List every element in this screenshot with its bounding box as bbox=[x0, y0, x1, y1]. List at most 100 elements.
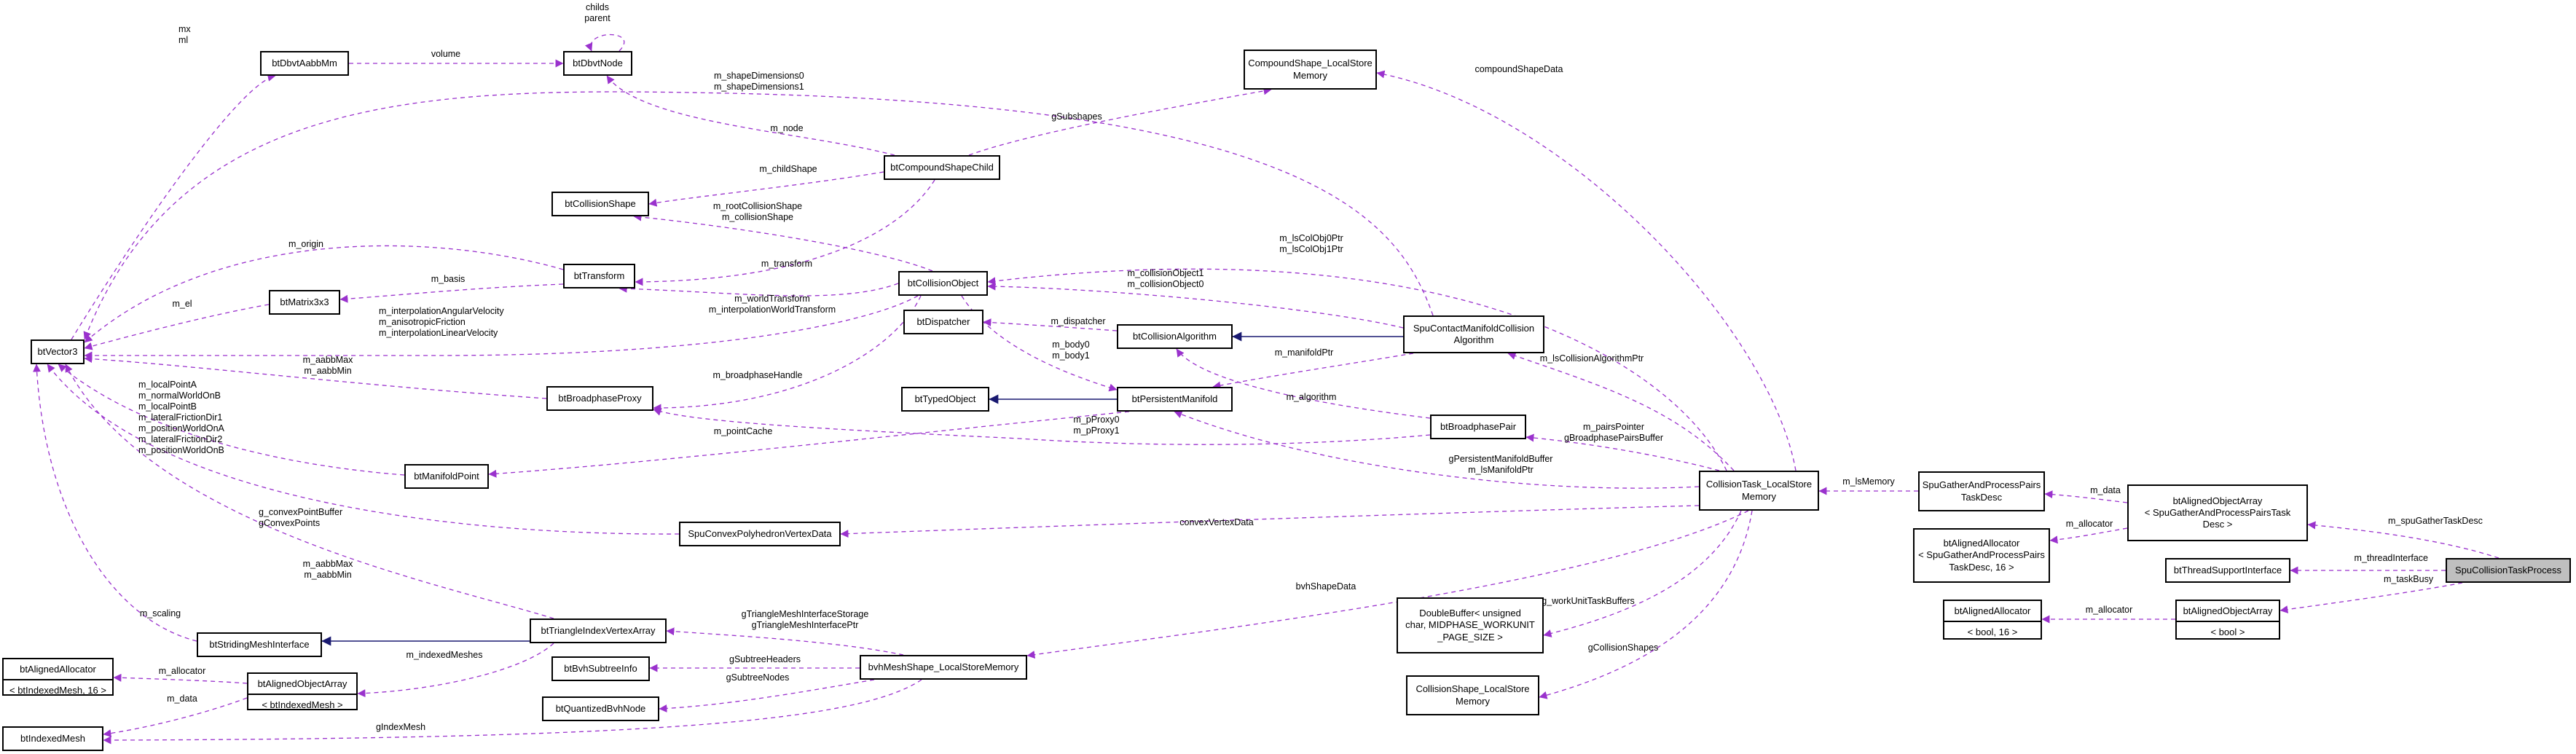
edge-label-line: m_positionWorldOnA bbox=[138, 423, 225, 433]
edge-label-line: m_broadphaseHandle bbox=[712, 370, 802, 380]
edge-label-line: m_interpolationAngularVelocity bbox=[379, 306, 504, 316]
node-label-line: btQuantizedBvhNode bbox=[555, 702, 646, 714]
class-node-bvh-mesh-shape-local-store-memory[interactable]: bvhMeshShape_LocalStoreMemory bbox=[860, 655, 1027, 680]
class-node-bt-vector3[interactable]: btVector3 bbox=[31, 339, 85, 364]
node-label-line: CollisionShape_LocalStore bbox=[1415, 683, 1530, 695]
usage-edge-alloc-im bbox=[113, 673, 248, 684]
node-label-line: Desc > bbox=[2202, 519, 2233, 530]
edge-label-line: ml bbox=[178, 35, 188, 45]
usage-edge-basis bbox=[339, 283, 564, 303]
usage-edge-convexVertexData bbox=[840, 505, 1700, 538]
edge-label-data-im: m_data bbox=[167, 694, 197, 704]
class-node-bt-dispatcher[interactable]: btDispatcher bbox=[903, 310, 983, 334]
usage-edge-gSubshapes bbox=[968, 87, 1272, 156]
node-label-line: CollisionTask_LocalStore bbox=[1705, 479, 1813, 490]
usage-edge-childs bbox=[585, 34, 625, 52]
node-label-line: btTypedObject bbox=[914, 393, 976, 404]
node-label-line: btAlignedAllocator bbox=[4, 659, 112, 681]
edge-label-line: m_positionWorldOnB bbox=[138, 445, 224, 455]
edge-label-line: m_allocator bbox=[159, 666, 206, 676]
edge-label-transform: m_transform bbox=[761, 259, 812, 269]
class-node-bt-collision-shape[interactable]: btCollisionShape bbox=[551, 192, 649, 216]
edge-label-line: m_data bbox=[2090, 485, 2121, 495]
edge-label-line: m_lateralFrictionDir2 bbox=[138, 434, 222, 444]
class-node-bt-indexed-mesh[interactable]: btIndexedMesh bbox=[2, 726, 103, 751]
node-label-line: btManifoldPoint bbox=[414, 470, 479, 482]
usage-edge-compoundShapeData bbox=[1376, 70, 1796, 471]
class-node-bt-broadphase-pair[interactable]: btBroadphasePair bbox=[1430, 415, 1526, 439]
class-node-bt-aligned-allocator-bool[interactable]: btAlignedAllocator< bool, 16 > bbox=[1943, 600, 2042, 640]
node-label-line: btAlignedObjectArray bbox=[2172, 495, 2263, 506]
class-node-bt-persistent-manifold[interactable]: btPersistentManifold bbox=[1117, 387, 1233, 412]
class-node-bt-collision-algorithm[interactable]: btCollisionAlgorithm bbox=[1117, 324, 1233, 349]
edge-label-basis: m_basis bbox=[431, 274, 466, 284]
usage-edge-transform bbox=[635, 179, 935, 286]
node-label-line: Memory bbox=[1742, 490, 1776, 502]
edge-label-line: g_workUnitTaskBuffers bbox=[1542, 596, 1635, 606]
class-node-bt-typed-object[interactable]: btTypedObject bbox=[901, 387, 989, 412]
class-node-bt-striding-mesh-interface[interactable]: btStridingMeshInterface bbox=[197, 632, 322, 657]
node-label-line: _PAGE_SIZE > bbox=[1437, 631, 1503, 643]
edge-label-dispatcher: m_dispatcher bbox=[1051, 316, 1105, 326]
edge-label-line: m_normalWorldOnB bbox=[138, 390, 221, 401]
class-node-bt-matrix3x3[interactable]: btMatrix3x3 bbox=[269, 290, 340, 315]
class-node-bt-dbvt-node[interactable]: btDbvtNode bbox=[563, 51, 632, 76]
class-node-bt-aligned-allocator-im[interactable]: btAlignedAllocator< btIndexedMesh, 16 > bbox=[2, 658, 114, 696]
node-label-line: btBvhSubtreeInfo bbox=[564, 662, 637, 674]
class-node-bt-quantized-bvh-node[interactable]: btQuantizedBvhNode bbox=[542, 696, 659, 721]
class-node-bt-triangle-index-vertex-array[interactable]: btTriangleIndexVertexArray bbox=[530, 618, 667, 643]
edge-label-line: m_threadInterface bbox=[2355, 553, 2428, 563]
usage-edge-manifoldPtr bbox=[1212, 353, 1414, 390]
usage-edge-shapedim bbox=[83, 91, 1434, 340]
class-node-bt-broadphase-proxy[interactable]: btBroadphaseProxy bbox=[546, 386, 653, 411]
class-node-bt-transform[interactable]: btTransform bbox=[563, 264, 635, 288]
edge-label-line: m_taskBusy bbox=[2384, 574, 2434, 584]
class-node-bt-compound-shape-child[interactable]: btCompoundShapeChild bbox=[884, 155, 1000, 180]
node-label-line: btTriangleIndexVertexArray bbox=[541, 624, 656, 636]
edge-label-line: m_aabbMin bbox=[304, 366, 351, 376]
class-node-bt-thread-support-interface[interactable]: btThreadSupportInterface bbox=[2165, 558, 2290, 583]
class-node-bt-aligned-object-array-sg[interactable]: btAlignedObjectArray< SpuGatherAndProces… bbox=[2127, 484, 2308, 541]
class-node-spu-collision-task-process[interactable]: SpuCollisionTaskProcess bbox=[2446, 558, 2571, 583]
edge-label-line: m_rootCollisionShape bbox=[713, 201, 802, 211]
class-node-spu-convex-polyhedron-vertex-data[interactable]: SpuConvexPolyhedronVertexData bbox=[679, 522, 841, 546]
edge-label-line: m_interpolationLinearVelocity bbox=[379, 328, 498, 338]
usage-edge-triIVA bbox=[666, 627, 904, 656]
node-label-line: SpuConvexPolyhedronVertexData bbox=[688, 527, 832, 539]
edge-label-line: gBroadphasePairsBuffer bbox=[1564, 433, 1663, 443]
node-label-line: btDispatcher bbox=[916, 315, 970, 327]
class-node-bt-aligned-allocator-sg[interactable]: btAlignedAllocator< SpuGatherAndProcessP… bbox=[1913, 528, 2050, 583]
class-node-bt-aligned-object-array-bool[interactable]: btAlignedObjectArray< bool > bbox=[2175, 600, 2280, 640]
usage-edge-gIndexMesh bbox=[103, 679, 922, 745]
edge-label-gSubtreeHeaders: gSubtreeHeaders bbox=[729, 654, 801, 664]
class-node-bt-aligned-object-array-im[interactable]: btAlignedObjectArray< btIndexedMesh > bbox=[247, 672, 358, 710]
edge-label-compoundShapeData: compoundShapeData bbox=[1475, 64, 1563, 74]
class-node-bt-dbvt-aabb-mm[interactable]: btDbvtAabbMm bbox=[260, 51, 349, 76]
class-node-bt-collision-object[interactable]: btCollisionObject bbox=[898, 271, 988, 296]
class-node-bt-manifold-point[interactable]: btManifoldPoint bbox=[404, 464, 489, 489]
edge-label-scaling: m_scaling bbox=[140, 608, 181, 618]
edge-label-line: m_lsColObj0Ptr bbox=[1279, 233, 1343, 243]
edge-label-line: gCollisionShapes bbox=[1588, 643, 1659, 653]
edge-label-line: m_transform bbox=[761, 259, 812, 269]
edge-label-line: m_localPointA bbox=[138, 380, 197, 390]
usage-edge-gSubtreeNodes bbox=[659, 679, 875, 712]
class-node-bt-bvh-subtree-info[interactable]: btBvhSubtreeInfo bbox=[551, 656, 650, 681]
edge-label-line: m_lsCollisionAlgorithmPtr bbox=[1540, 353, 1644, 364]
usage-edge-scaling bbox=[33, 364, 197, 642]
node-label-line: char, MIDPHASE_WORKUNIT bbox=[1405, 619, 1535, 631]
